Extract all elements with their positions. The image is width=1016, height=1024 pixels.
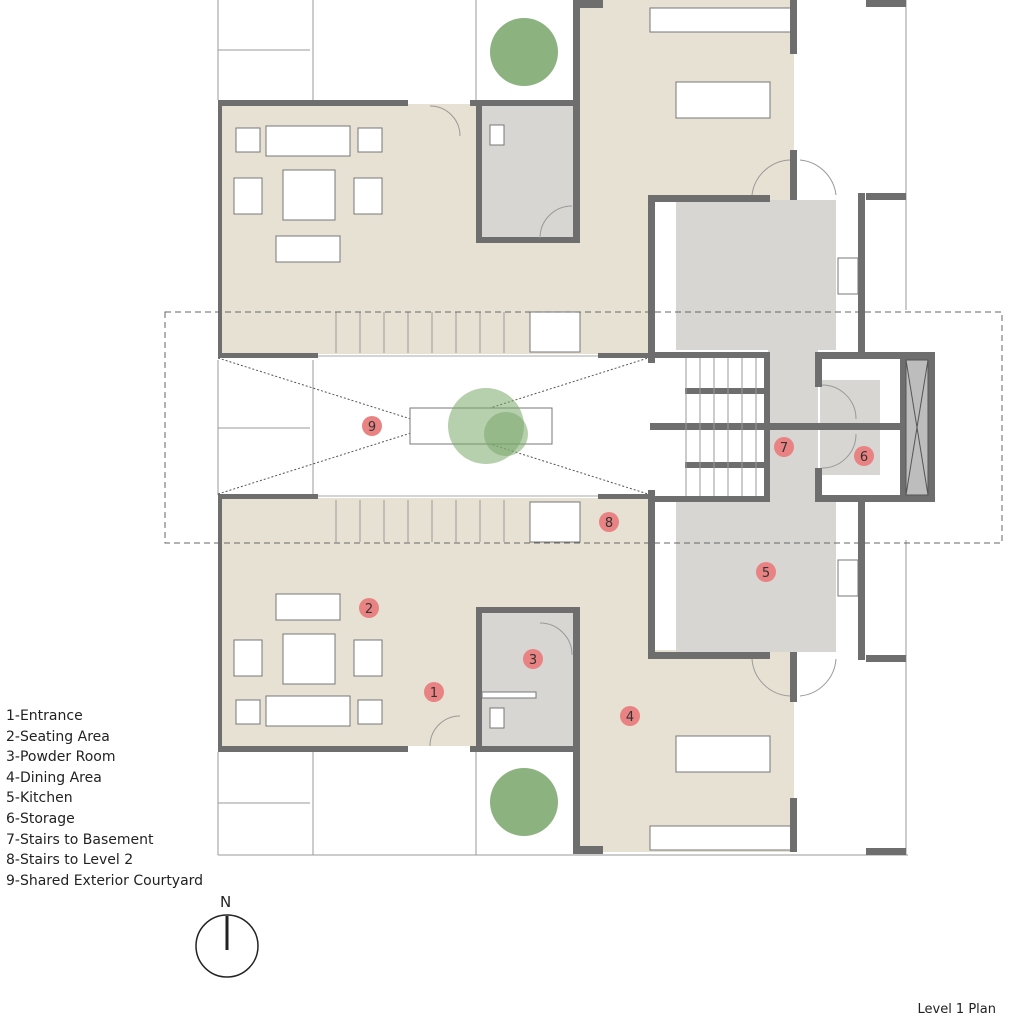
site-lines	[217, 0, 908, 856]
legend-item: 2-Seating Area	[6, 728, 110, 745]
courtyard	[164, 18, 1003, 836]
marker-8: 8	[599, 512, 619, 532]
marker-9: 9	[362, 416, 382, 436]
marker-2: 2	[359, 598, 379, 618]
legend-item: 8-Stairs to Level 2	[6, 852, 134, 869]
svg-text:3: 3	[529, 653, 537, 668]
north-label: N	[220, 893, 232, 911]
sink-icon	[837, 257, 859, 295]
legend-item: 4-Dining Area	[6, 769, 102, 786]
marker-7: 7	[774, 437, 794, 457]
legend-item: 3-Powder Room	[6, 749, 116, 766]
tree-icon	[484, 412, 528, 456]
room-markers: 1 2 3 4 5 6 7 8 9	[359, 416, 874, 726]
marker-5: 5	[756, 562, 776, 582]
top-unit	[218, 0, 906, 363]
tree-icon	[490, 768, 558, 836]
marker-4: 4	[620, 706, 640, 726]
svg-text:2: 2	[365, 602, 373, 617]
plan-title: Level 1 Plan	[917, 1002, 996, 1017]
north-arrow-icon	[195, 914, 259, 978]
marker-3: 3	[523, 649, 543, 669]
legend-item: 9-Shared Exterior Courtyard	[6, 872, 204, 889]
svg-text:6: 6	[860, 450, 868, 465]
legend-item: 7-Stairs to Basement	[6, 831, 154, 848]
sink-icon	[837, 559, 859, 597]
tree-icon	[490, 18, 558, 86]
legend-item: 5-Kitchen	[6, 790, 73, 807]
legend-item: 6-Storage	[6, 810, 75, 827]
svg-text:4: 4	[626, 710, 634, 725]
svg-text:7: 7	[780, 441, 788, 456]
marker-1: 1	[424, 682, 444, 702]
legend-item: 1-Entrance	[6, 708, 83, 724]
svg-text:1: 1	[430, 686, 438, 701]
legend: 1-Entrance 2-Seating Area 3-Powder Room …	[6, 706, 203, 891]
svg-text:5: 5	[762, 566, 770, 581]
svg-text:8: 8	[605, 516, 613, 531]
marker-6: 6	[854, 446, 874, 466]
bottom-unit	[218, 490, 906, 855]
svg-text:9: 9	[368, 420, 376, 435]
core	[650, 350, 935, 502]
